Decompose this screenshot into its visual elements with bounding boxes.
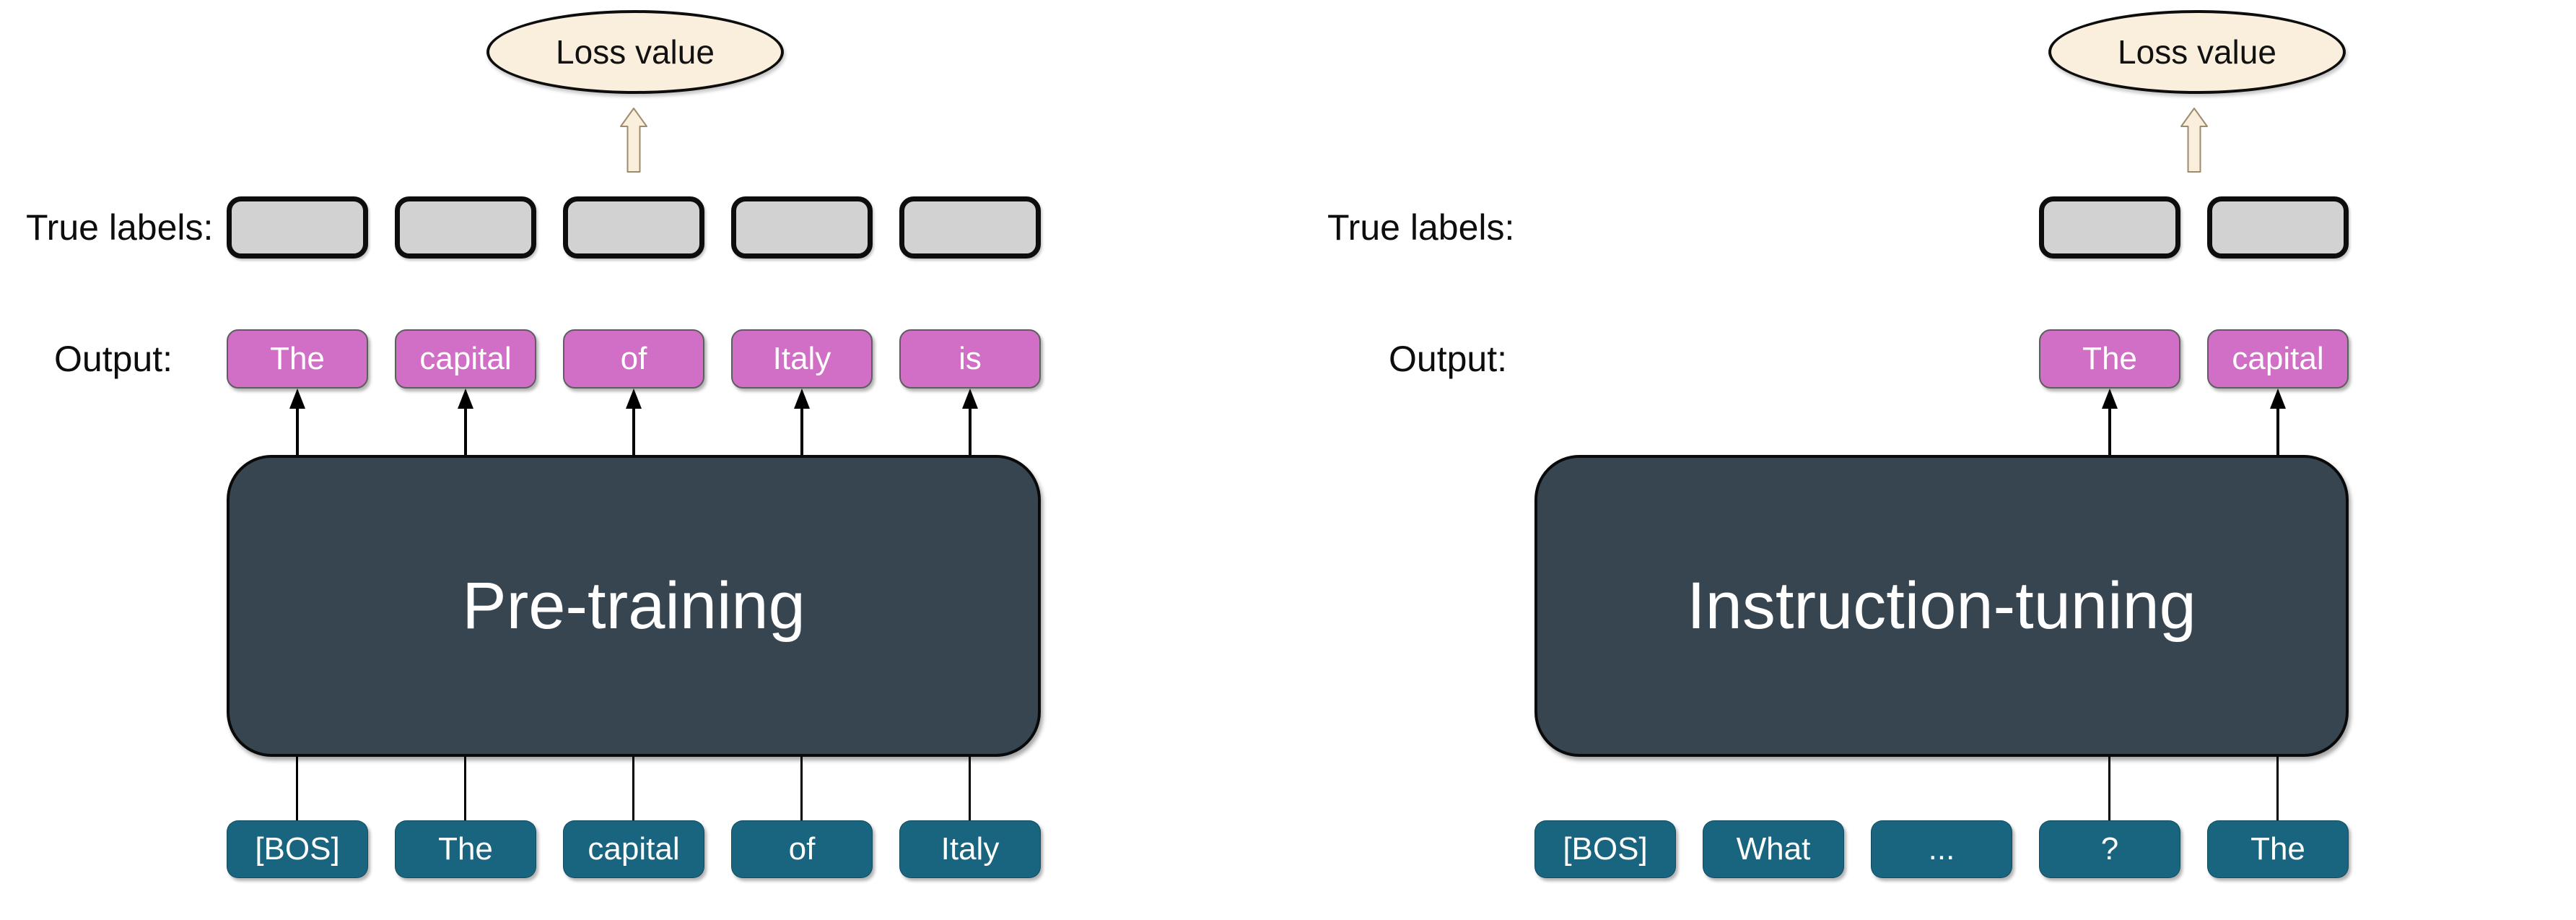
loss-arrow-icon — [620, 108, 647, 173]
output-token: capital — [395, 329, 536, 389]
input-connector-line — [969, 757, 971, 820]
prediction-arrow-icon — [962, 389, 978, 456]
input-token: The — [395, 820, 536, 878]
true-label-slot — [227, 196, 368, 259]
prediction-arrow-icon — [794, 389, 810, 456]
input-token: The — [2207, 820, 2349, 878]
output-token: of — [563, 329, 704, 389]
input-token: Italy — [899, 820, 1041, 878]
true-label-slot — [395, 196, 536, 259]
output-label: Output: — [54, 339, 173, 379]
input-connector-line — [800, 757, 803, 820]
true-label-slot — [731, 196, 873, 259]
pretraining-model-box: Pre-training — [227, 455, 1041, 757]
input-connector-line — [2108, 757, 2110, 820]
true-labels-label: True labels: — [1327, 207, 1515, 248]
true-labels-label: True labels: — [26, 207, 214, 248]
input-connector-line — [632, 757, 634, 820]
input-token: capital — [563, 820, 704, 878]
input-connector-line — [296, 757, 298, 820]
instruction-tuning-model-box: Instruction-tuning — [1534, 455, 2349, 757]
true-label-slot — [563, 196, 704, 259]
input-connector-line — [464, 757, 466, 820]
model-box-title: Instruction-tuning — [1687, 568, 2196, 643]
loss-value-ellipse: Loss value — [2048, 10, 2346, 94]
output-token: is — [899, 329, 1041, 389]
model-box-title: Pre-training — [462, 568, 805, 643]
output-token: The — [2039, 329, 2180, 389]
loss-value-ellipse: Loss value — [486, 10, 784, 94]
input-token: ? — [2039, 820, 2180, 878]
prediction-arrow-icon — [458, 389, 473, 456]
prediction-arrow-icon — [2102, 389, 2118, 456]
true-label-slot — [899, 196, 1041, 259]
loss-arrow-icon — [2180, 108, 2208, 173]
loss-value-label: Loss value — [556, 33, 715, 71]
loss-value-label: Loss value — [2118, 33, 2276, 71]
input-token: of — [731, 820, 873, 878]
input-token: [BOS] — [227, 820, 368, 878]
output-label: Output: — [1389, 339, 1507, 379]
prediction-arrow-icon — [289, 389, 305, 456]
input-token: [BOS] — [1534, 820, 1676, 878]
input-token: What — [1703, 820, 1844, 878]
prediction-arrow-icon — [2270, 389, 2286, 456]
input-connector-line — [2276, 757, 2279, 820]
output-token: capital — [2207, 329, 2349, 389]
input-token: ... — [1871, 820, 2012, 878]
true-label-slot — [2039, 196, 2180, 259]
output-token: The — [227, 329, 368, 389]
prediction-arrow-icon — [626, 389, 642, 456]
output-token: Italy — [731, 329, 873, 389]
true-label-slot — [2207, 196, 2349, 259]
